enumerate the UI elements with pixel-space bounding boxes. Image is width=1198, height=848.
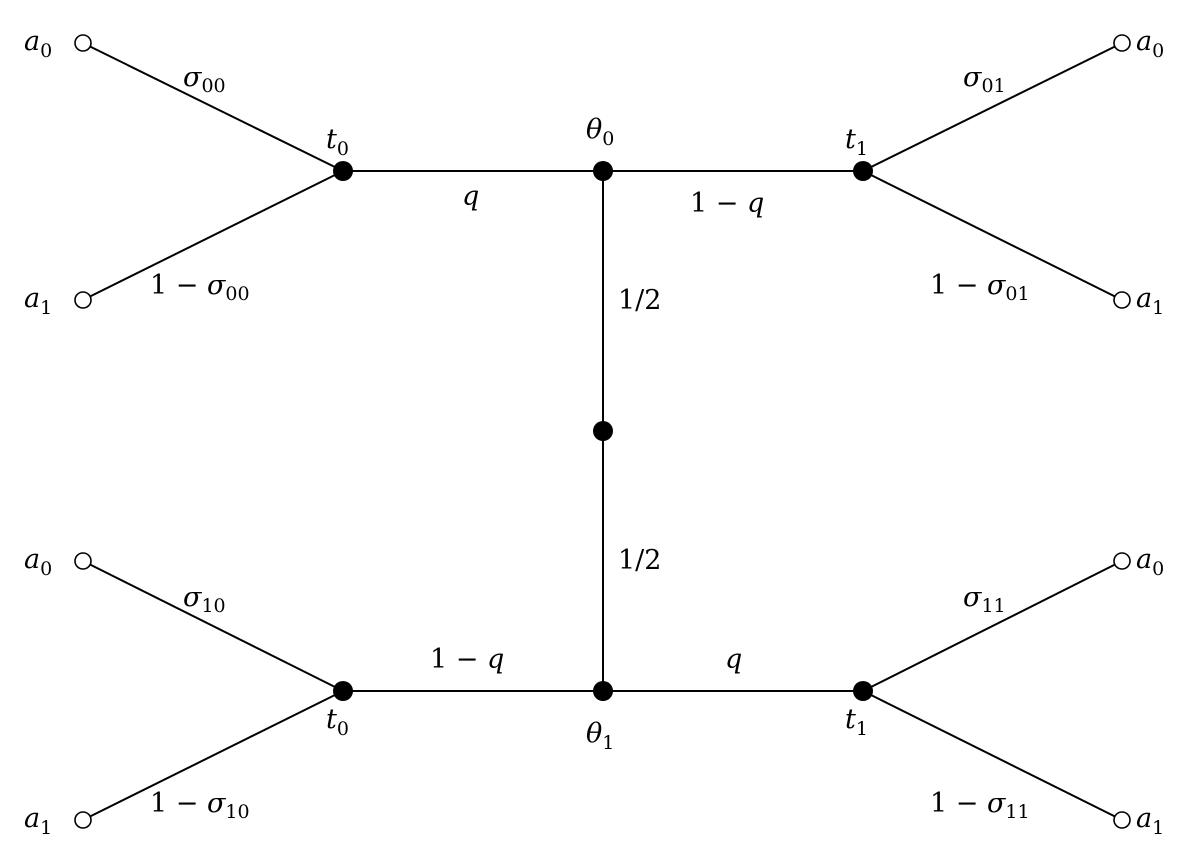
edges: [88, 45, 1117, 818]
label-1-minus-q-top: 1 − q: [690, 188, 764, 219]
node-labels: t0 θ0 t1 t0 θ1 t1 a0 a1 a0 a1 a0 a1 a0 a…: [24, 26, 1164, 839]
label-sigma01: σ01: [963, 62, 1006, 97]
label-tl-a0: a0: [24, 26, 52, 62]
leaf-tr-a1: [1113, 291, 1131, 309]
label-sigma11: σ11: [963, 582, 1006, 617]
label-t1-bottom: t1: [845, 704, 868, 740]
label-theta1: θ1: [586, 718, 614, 754]
label-theta0: θ0: [586, 114, 614, 150]
theta1-node: [593, 681, 613, 701]
leaf-tl-a1: [74, 291, 92, 309]
leaf-tl-a0: [74, 34, 92, 52]
edge-bl-a1: [88, 690, 344, 818]
edge-br-a1: [862, 690, 1117, 818]
label-t0-bottom: t0: [326, 704, 349, 740]
t0-top-node: [333, 161, 353, 181]
edge-tr-a1: [862, 170, 1117, 298]
edge-tr-a0: [862, 45, 1117, 172]
leaf-bl-a1: [74, 811, 92, 829]
leaf-br-a1: [1113, 811, 1131, 829]
t1-bottom-node: [853, 681, 873, 701]
edge-tl-a1: [88, 170, 344, 298]
label-tr-a1: a1: [1136, 283, 1164, 319]
label-bl-a0: a0: [24, 544, 52, 580]
t0-bottom-node: [333, 681, 353, 701]
label-tl-a1: a1: [24, 283, 52, 319]
nodes: [74, 34, 1131, 829]
label-br-a0: a0: [1136, 544, 1164, 580]
leaf-tr-a0: [1113, 34, 1131, 52]
label-bl-a1: a1: [24, 803, 52, 839]
edge-bl-a0: [88, 563, 344, 692]
label-half-bottom: 1/2: [618, 545, 661, 576]
label-q-top: q: [462, 181, 479, 212]
label-q-bottom: q: [725, 644, 742, 675]
label-1-minus-sigma11: 1 − σ11: [930, 788, 1030, 823]
edge-br-a0: [862, 563, 1117, 692]
label-1-minus-q-bottom: 1 − q: [430, 644, 504, 675]
label-sigma10: σ10: [183, 582, 226, 617]
label-half-top: 1/2: [618, 285, 661, 316]
label-br-a1: a1: [1136, 803, 1164, 839]
label-t0-top: t0: [326, 124, 349, 160]
t1-top-node: [853, 161, 873, 181]
label-1-minus-sigma00: 1 − σ00: [150, 270, 250, 305]
chance-node: [593, 421, 613, 441]
leaf-bl-a0: [74, 552, 92, 570]
edge-labels: q 1 − q 1 − q q 1/2 1/2 σ00 1 − σ00 σ01 …: [150, 62, 1030, 823]
theta0-node: [593, 161, 613, 181]
label-1-minus-sigma01: 1 − σ01: [930, 270, 1030, 305]
label-tr-a0: a0: [1136, 26, 1164, 62]
label-1-minus-sigma10: 1 − σ10: [150, 788, 250, 823]
edge-tl-a0: [88, 45, 344, 172]
leaf-br-a0: [1113, 552, 1131, 570]
label-sigma00: σ00: [183, 62, 226, 97]
label-t1-top: t1: [845, 124, 868, 160]
